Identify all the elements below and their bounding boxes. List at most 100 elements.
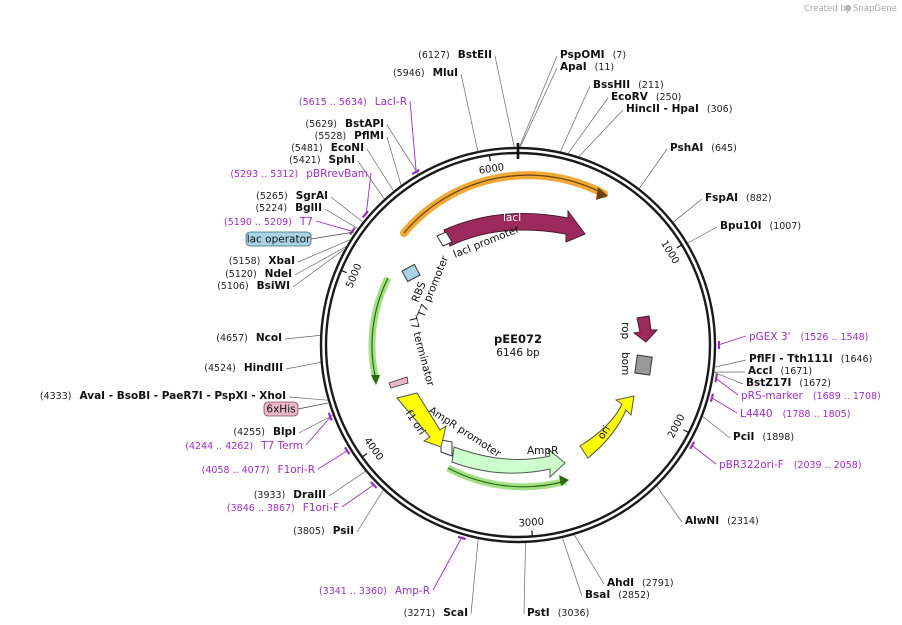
primer-amp-r[interactable]: (3341 .. 3360)Amp-R [319,535,467,597]
site-leader [702,416,731,439]
site-leader [292,248,346,288]
primer-leader [409,100,417,173]
site-hindiii[interactable]: (4524)HindIII [204,361,321,374]
site-ahdi[interactable]: AhdI(2791) [574,534,674,589]
t7-promoter-feature[interactable]: T7 promoter RBS [401,254,451,320]
site-scai[interactable]: (3271)ScaI [404,538,479,619]
primer-pbrrevbam[interactable]: (5293 .. 5312)pBRrevBam [230,168,372,219]
bom-feature[interactable]: bom [619,352,653,376]
site-sgrai[interactable]: (5265)SgrAI [256,190,364,223]
lacI-feature[interactable]: lacI [443,209,586,247]
site-hincii[interactable]: HincII - HpaI(306) [578,103,733,157]
ampR-cds-arc-line [447,467,567,488]
site-ndei[interactable]: (5120)NdeI [225,245,347,280]
primer-marker [709,393,715,402]
site-pflmi[interactable]: (5528)PflMI [315,130,402,186]
site-label: (3933)DraIII [254,489,326,501]
site-avai[interactable]: (4333)AvaI - BsoBI - PaeR7I - PspXI - Xh… [40,390,328,402]
site-ecorv[interactable]: EcoRV(250) [567,91,681,154]
site-psti[interactable]: PstI(3036) [523,542,589,619]
site-bstz17i[interactable]: BstZ17I(1672) [713,371,831,389]
site-pspomi[interactable]: PspOMI(7) [519,49,626,148]
site-blpi[interactable]: (4255)BlpI [233,414,334,438]
site-bsiwi[interactable]: (5106)BsiWI [217,248,346,292]
t7-terminator-label: T7 terminator [406,314,437,389]
site-mlui[interactable]: (5946)MluI [393,67,479,152]
site-bglii[interactable]: (5224)BglII [255,202,358,229]
ruler-tick-label: 3000 [518,517,544,530]
primer-marker [370,481,378,489]
watermark-prefix: Created by [804,4,851,14]
6xhis-box [263,401,299,417]
primer-t7-term[interactable]: (4244 .. 4262)T7 Term [185,412,333,452]
ampR-cds-arrowhead [559,475,569,486]
f1-ori-arrow [396,392,447,448]
primer-label: (5615 .. 5634)LacI-R [299,96,407,108]
6xhis-leader [297,402,329,410]
6xhis-tag[interactable]: 6xHis [263,401,329,417]
site-leader [673,198,703,223]
rop-arrow [632,315,659,343]
site-bsshii[interactable]: BssHII(211) [560,79,664,152]
ruler-tick-label: 1000 [658,239,681,266]
primer-laci-r[interactable]: (5615 .. 5634)LacI-R [299,96,420,176]
primer-f1ori-f[interactable]: (3846 .. 3867)F1ori-F [227,481,378,514]
site-econi[interactable]: (5481)EcoNI [291,142,394,192]
ampR-arrow [451,446,566,479]
primer-marker [411,168,420,176]
site-draiii[interactable]: (3933)DraIII [254,471,366,501]
site-pshai[interactable]: PshAI(645) [639,142,737,189]
site-bsai[interactable]: BsaI(2852) [562,537,650,601]
site-bpu10i[interactable]: Bpu10I(1007) [687,220,801,244]
site-label: AlwNI(2314) [685,515,759,527]
primer-f1ori-r[interactable]: (4058 .. 4077)F1ori-R [202,446,351,476]
lacI-cds-arc-line [403,174,605,234]
site-fspai[interactable]: FspAI(882) [673,192,772,223]
site-bstapi[interactable]: (5629)BstAPI [305,118,419,175]
site-leader [567,97,609,154]
primer-label: L4440(1788 .. 1805) [740,408,850,420]
ampR-feature[interactable]: AmpR [451,445,566,479]
site-pflfi[interactable]: PflFI - Tth111I(1646) [714,353,873,368]
site-acci[interactable]: AccI(1671) [714,365,812,377]
lac-operator-tag[interactable]: lac operator [245,231,355,247]
site-label: (3805)PsiI [293,525,354,537]
plasmid-length: 6146 bp [496,347,540,359]
site-label: HincII - HpaI(306) [626,103,732,115]
ampR-label: AmpR [527,445,558,457]
primer-leader [715,377,739,396]
primer-pgex-3-[interactable]: pGEX 3'(1526 .. 1548) [717,331,868,350]
primer-l4440[interactable]: L4440(1788 .. 1805) [709,393,851,420]
site-label: (5106)BsiWI [217,280,290,292]
primers[interactable]: pGEX 3'(1526 .. 1548) pRS-marker(1689 .. … [185,96,881,597]
site-label: PspOMI(7) [560,49,626,61]
site-apai[interactable]: ApaI(11) [519,61,614,148]
primer-t7[interactable]: (5190 .. 5209)T7 [224,216,356,236]
site-alwni[interactable]: AlwNI(2314) [656,486,759,527]
site-pcii[interactable]: PciI(1898) [702,416,794,444]
rop-feature[interactable]: rop [619,315,659,343]
t7-terminator-arc [368,276,392,381]
site-label: FspAI(882) [705,192,772,204]
restriction-sites[interactable]: PspOMI(7)ApaI(11)BssHII(211)EcoRV(250)Hi… [40,49,872,619]
primer-marker [689,441,696,450]
primer-label: pRS-marker(1689 .. 1708) [741,390,881,402]
site-xbai[interactable]: (5158)XbaI [229,239,351,267]
primer-pbr322ori-f[interactable]: pBR322ori-F(2039 .. 2058) [689,441,862,471]
site-leader [460,73,479,152]
primer-label: (3846 .. 3867)F1ori-F [227,502,339,514]
site-psii[interactable]: (3805)PsiI [293,489,384,537]
site-label: (6127)BstEII [418,49,492,61]
site-ncoi[interactable]: (4657)NcoI [216,332,321,344]
ori-feature[interactable]: ori [579,395,635,459]
backbone [319,143,717,544]
site-bsteii[interactable]: (6127)BstEII [418,49,515,148]
primer-prs-marker[interactable]: pRS-marker(1689 .. 1708) [714,373,881,402]
primer-leader [315,220,354,233]
site-leader [285,361,321,370]
site-sphi[interactable]: (5421)SphI [289,154,385,200]
site-label: (4524)HindIII [204,362,283,374]
ampR-promoter-arrow [440,439,453,457]
lac-operator-leader [310,231,355,240]
